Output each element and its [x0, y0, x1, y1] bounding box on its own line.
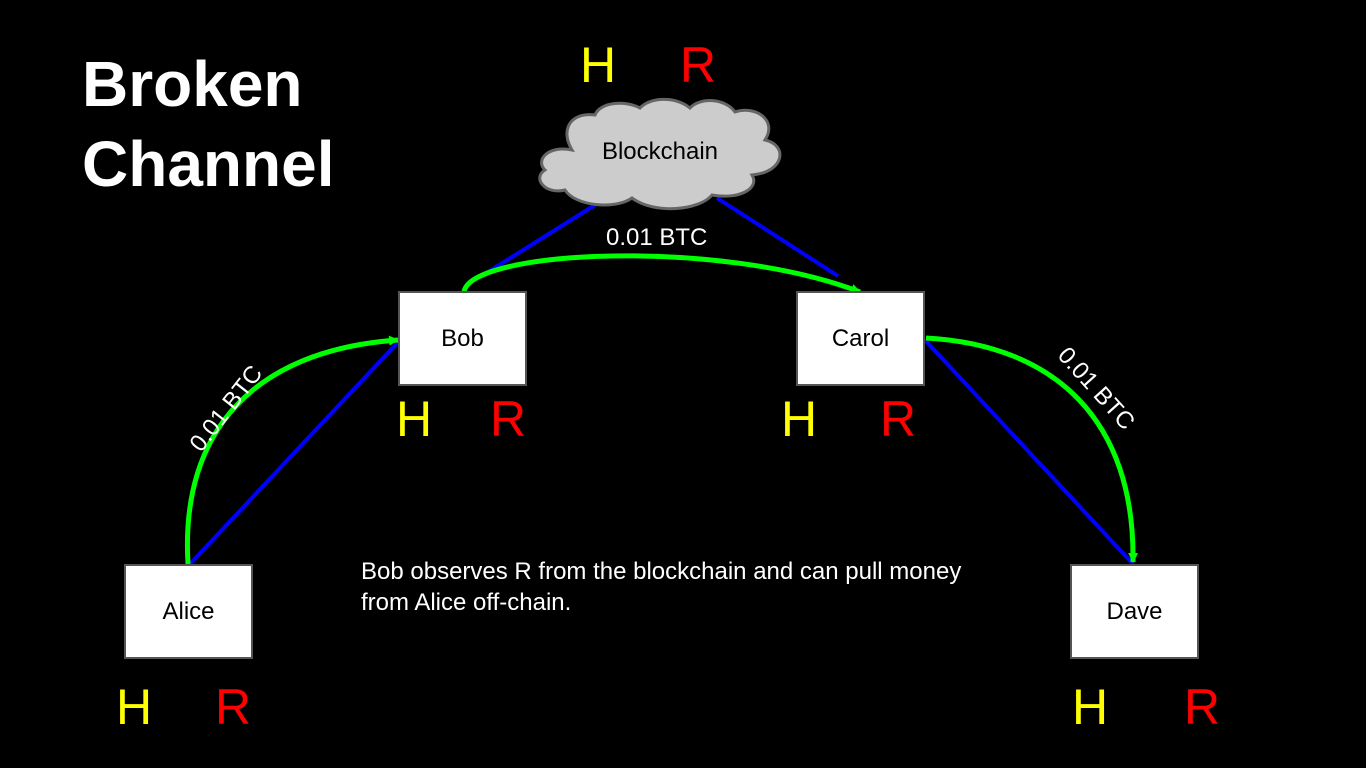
blockchain-h-marker: H	[580, 37, 617, 93]
node-dave: Dave	[1070, 564, 1199, 659]
amount-label-bob-carol: 0.01 BTC	[606, 224, 708, 251]
blockchain-label: Blockchain	[601, 138, 719, 165]
title-line-2: Channel	[82, 128, 335, 200]
slide-title: Broken Channel	[82, 44, 334, 204]
explanation-caption: Bob observes R from the blockchain and c…	[361, 558, 962, 616]
node-bob: Bob	[398, 291, 527, 386]
node-alice: Alice	[124, 564, 253, 659]
carol-r-marker: R	[880, 391, 917, 447]
dave-h-marker: H	[1072, 679, 1109, 735]
payment-arrow-bob-carol	[461, 253, 861, 295]
payment-arrow-carol-dave	[925, 335, 1139, 563]
blockchain-r-marker: R	[680, 37, 717, 93]
payment-arrow-alice-bob	[184, 335, 399, 565]
title-line-1: Broken	[82, 48, 303, 120]
channel-line-alice-bob	[188, 338, 402, 566]
channel-line-blockchain-carol	[715, 196, 840, 278]
alice-r-marker: R	[215, 679, 252, 735]
node-carol-label: Carol	[831, 324, 890, 352]
node-dave-label: Dave	[1106, 597, 1163, 625]
channel-line-carol-dave	[923, 338, 1135, 566]
channel-line-blockchain-bob	[486, 203, 597, 274]
dave-r-marker: R	[1184, 679, 1221, 735]
bob-r-marker: R	[490, 391, 527, 447]
node-alice-label: Alice	[162, 597, 215, 625]
carol-h-marker: H	[781, 391, 818, 447]
bob-h-marker: H	[396, 391, 433, 447]
blockchain-cloud-icon	[538, 97, 782, 211]
node-bob-label: Bob	[441, 324, 484, 352]
alice-h-marker: H	[116, 679, 153, 735]
node-carol: Carol	[796, 291, 925, 386]
